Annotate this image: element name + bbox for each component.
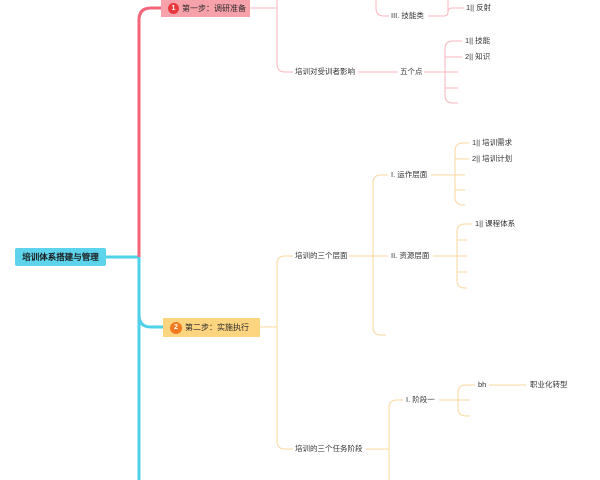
branch-2-label: 第二步：实施执行: [185, 323, 249, 332]
skills-category-parent-line: [375, 0, 389, 17]
topic-professional-transformation[interactable]: 职业化转型: [530, 380, 568, 389]
step-2-number-badge: 2: [170, 321, 182, 334]
main-connectors: [106, 6, 164, 480]
branch-1-sublines: [250, 0, 464, 104]
three-levels-spine-line: [349, 174, 388, 336]
branch-1-topic[interactable]: 1 第一步：调研准备: [161, 0, 250, 17]
topic-knowledge[interactable]: 2|| 知识: [465, 52, 491, 61]
topic-five-points[interactable]: 五个点: [400, 67, 423, 76]
step-1-number-badge: 1: [168, 2, 179, 14]
three-stages-spine-line: [366, 399, 403, 480]
topic-three-task-stages[interactable]: 培训的三个任务阶段: [295, 444, 363, 453]
branch-2-sublines: [260, 142, 526, 480]
topic-resource-level[interactable]: II. 资源层面: [391, 251, 430, 260]
branch-2-spine-line: [276, 255, 293, 450]
skills-category-children-line: [428, 0, 464, 17]
topic-training-needs[interactable]: 1|| 培训需求: [472, 138, 513, 147]
topic-skills-category[interactable]: III. 技能类: [391, 11, 424, 20]
topic-three-levels-of-training[interactable]: 培训的三个层面: [295, 251, 348, 260]
topic-stage-one[interactable]: I. 阶段一: [406, 395, 435, 404]
five-points-spine-line: [424, 40, 462, 104]
branch-1-label: 第一步：调研准备: [182, 3, 246, 13]
branch-2-topic[interactable]: 2 第二步：实施执行: [163, 318, 260, 337]
root-topic-label: 培训体系搭建与管理: [22, 252, 99, 262]
topic-reflex[interactable]: 1|| 反射: [466, 3, 492, 12]
topic-course-system[interactable]: 1|| 课程体系: [475, 219, 516, 228]
topic-training-plan[interactable]: 2|| 培训计划: [472, 154, 513, 163]
branch-1-connector-line: [137, 6, 162, 257]
resource-level-spine-line: [433, 223, 472, 289]
topic-skills[interactable]: 1|| 技能: [465, 36, 491, 45]
branch-2-connector-line: [137, 314, 164, 329]
root-topic[interactable]: 培训体系搭建与管理: [15, 248, 106, 266]
branch-1-spine-line: [276, 0, 293, 73]
stage-one-spine-line: [439, 384, 475, 417]
topic-bh[interactable]: bh: [478, 380, 487, 389]
topic-operational-level[interactable]: I. 运作层面: [391, 170, 428, 179]
topic-impact-on-trainees[interactable]: 培训对受训者影响: [295, 67, 355, 76]
operational-level-spine-line: [431, 142, 469, 206]
